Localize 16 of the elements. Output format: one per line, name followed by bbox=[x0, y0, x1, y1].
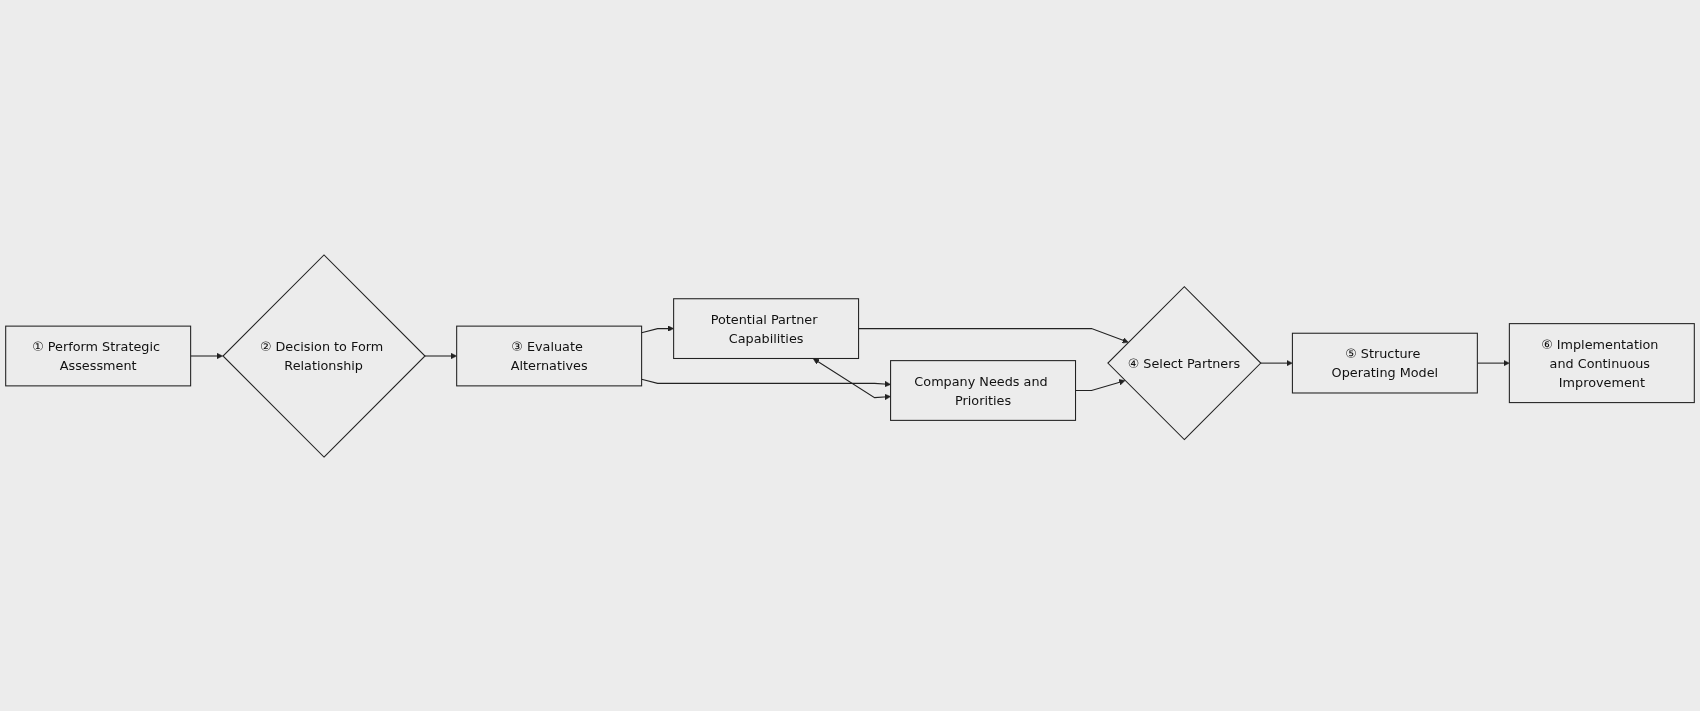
node-box: ⑤ Structure Operating Model bbox=[1291, 332, 1478, 394]
arrow bbox=[1075, 378, 1126, 391]
node-diamond: ④ Select Partners bbox=[1107, 285, 1262, 440]
node-box: ③ Evaluate Alternatives bbox=[456, 325, 643, 386]
node-box: Potential Partner Capabilities bbox=[673, 297, 860, 359]
node-box: ① Perform Strategic Assessment bbox=[5, 325, 192, 386]
arrow bbox=[1259, 359, 1293, 366]
arrow bbox=[813, 357, 891, 400]
arrow bbox=[190, 352, 223, 359]
arrow bbox=[641, 325, 674, 333]
node-box: Company Needs and Priorities bbox=[890, 359, 1077, 421]
arrow bbox=[424, 352, 457, 359]
arrow bbox=[858, 327, 1129, 343]
node-box: ⑥ Implementation and Continuous Improvement bbox=[1508, 322, 1695, 403]
arrow bbox=[641, 378, 891, 387]
node-diamond: ② Decision to Form Relationship bbox=[222, 253, 426, 458]
